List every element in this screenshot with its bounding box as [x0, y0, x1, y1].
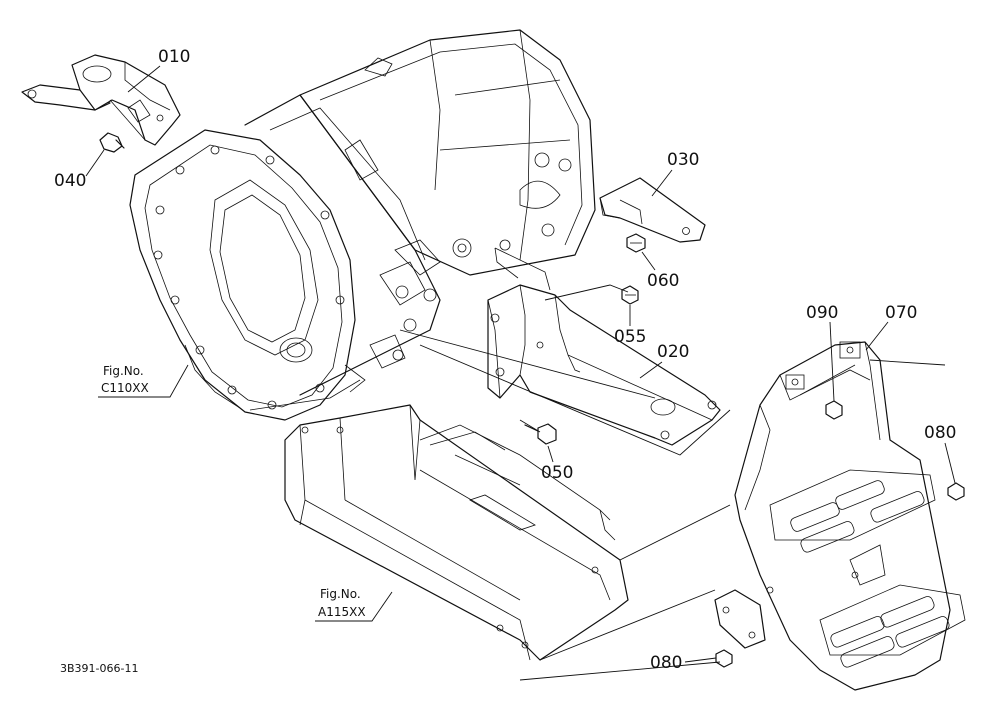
callout-label-055: 055: [614, 327, 646, 347]
callout-080-lower: 080: [650, 653, 717, 673]
figure-ref-line1: Fig.No.: [320, 587, 361, 601]
callout-label-030: 030: [667, 150, 699, 170]
figure-ref-line1: Fig.No.: [103, 364, 144, 378]
callout-040: 040: [54, 149, 105, 191]
callout-label-050: 050: [541, 463, 573, 483]
callout-label-080a: 080: [924, 423, 956, 443]
callout-label-090: 090: [806, 303, 838, 323]
figure-ref-a115xx[interactable]: Fig.No. A115XX: [315, 587, 393, 622]
callout-080-upper: 080: [924, 423, 956, 484]
part-080-bolt-upper: [947, 482, 965, 501]
callout-label-040: 040: [54, 171, 86, 191]
callout-label-080b: 080: [650, 653, 682, 673]
callout-020: 020: [639, 342, 689, 379]
callout-label-060: 060: [647, 271, 679, 291]
floor-pan: [284, 404, 629, 661]
callout-010: 010: [127, 47, 190, 93]
callout-050: 050: [541, 445, 573, 483]
callout-030: 030: [651, 150, 699, 197]
part-055-bolt: [621, 285, 639, 305]
transmission-housing: [129, 29, 596, 421]
callout-090: 090: [806, 303, 838, 402]
reference-lines: [399, 284, 946, 681]
figure-ref-c110xx[interactable]: Fig.No. C110XX: [98, 364, 189, 398]
callout-label-070: 070: [885, 303, 917, 323]
callout-label-010: 010: [158, 47, 190, 67]
callout-055: 055: [614, 305, 646, 347]
part-030-plate: [599, 177, 706, 243]
part-060-bolt: [626, 233, 646, 253]
part-040-bolt: [99, 132, 125, 153]
figure-ref-line2: C110XX: [101, 381, 149, 395]
part-050-bolt: [524, 423, 557, 445]
callout-070: 070: [865, 303, 917, 351]
callout-060: 060: [641, 251, 679, 291]
drawing-code: 3B391-066-11: [60, 662, 138, 675]
figure-ref-line2: A115XX: [318, 605, 366, 619]
callout-label-020: 020: [657, 342, 689, 362]
part-080-bolt-lower: [715, 649, 733, 668]
part-070-step: [714, 341, 966, 691]
part-010-bracket: [21, 54, 181, 146]
